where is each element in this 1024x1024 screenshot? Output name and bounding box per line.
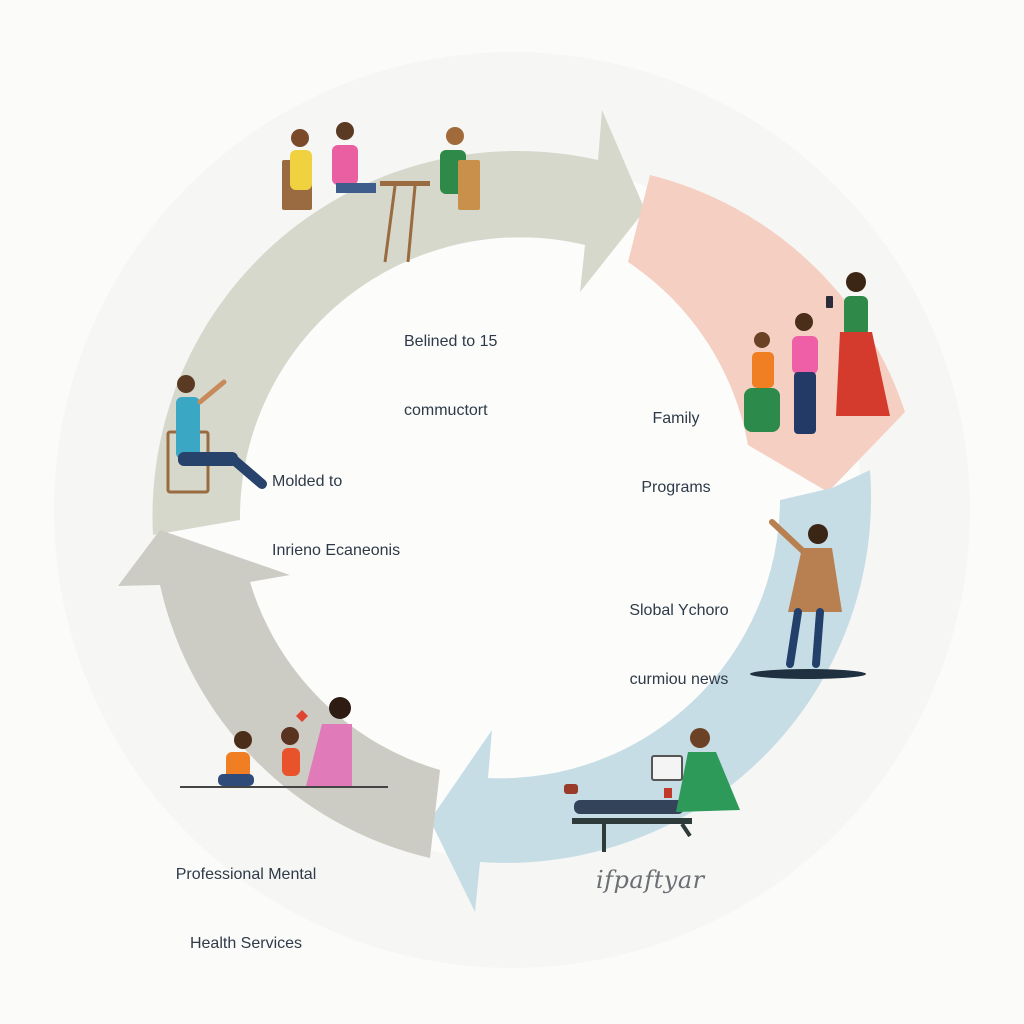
label-bottom-left: Professional Mental Health Services [156,817,336,978]
cycle-arrow-bottom-right [430,470,872,912]
label-bottom-left-line-1: Professional Mental [175,866,317,883]
label-right-lower-line-2: curmiou news [629,671,729,688]
label-bottom-left-line-2: Health Services [189,935,303,952]
person-dancing-illustration [750,519,866,679]
label-top: Belined to 15 commuctort [404,284,497,445]
person-sitting-gesturing-illustration [166,375,267,494]
label-left-line-2: Inrieno Ecaneonis [272,542,401,559]
inner-disc [162,160,862,860]
signature: ifpaftyar [596,866,705,894]
label-right: Family Programs [624,361,728,522]
family-with-phone-illustration [744,272,890,434]
label-right-lower-line-1: Slobal Ychoro [629,602,729,619]
cycle-arrow-top [152,110,645,535]
person-reclining-with-laptop-illustration [564,728,740,852]
label-right-line-2: Programs [641,479,711,496]
label-top-line-1: Belined to 15 [404,333,498,350]
label-right-line-1: Family [652,410,700,427]
label-left-line-1: Molded to [272,473,343,490]
label-right-lower: Slobal Ychoro curmiou news [604,553,754,714]
label-top-line-2: commuctort [404,402,488,419]
cycle-arrow-left [118,530,440,858]
people-at-table-illustration [282,122,480,263]
adult-playing-with-children-illustration [180,697,388,788]
label-left: Molded to Inrieno Ecaneonis [272,424,400,585]
